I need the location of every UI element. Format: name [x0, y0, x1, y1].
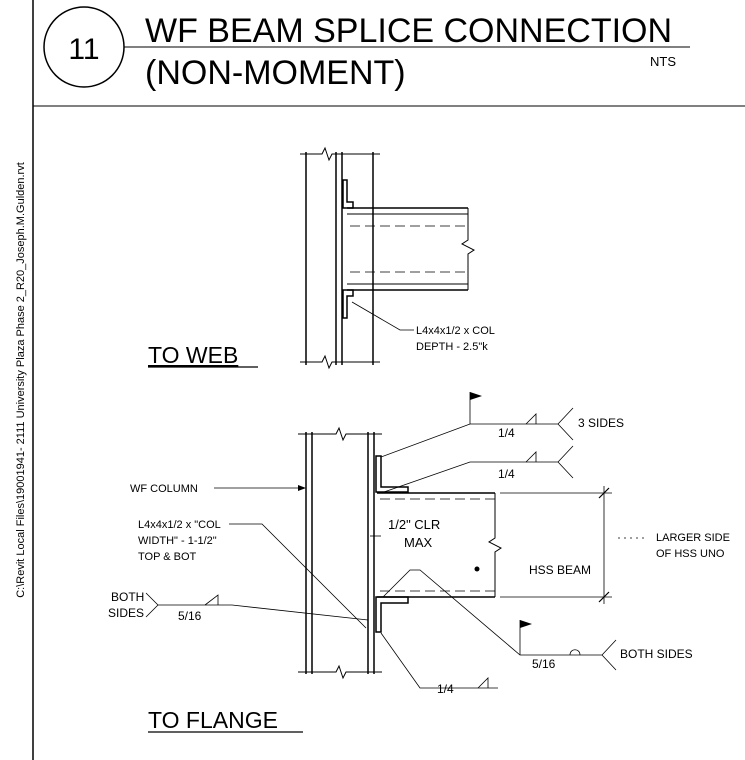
to-web-detail: [300, 146, 475, 370]
scale-label: NTS: [650, 54, 676, 69]
both-sides-left-line-2: SIDES: [108, 606, 144, 620]
clear-dimension-line-1: 1/2" CLR: [388, 517, 440, 532]
field-weld-flag-bottom: [520, 620, 532, 628]
weld-size-top-2: 1/4: [498, 467, 515, 481]
to-flange-heading: TO FLANGE: [148, 707, 278, 733]
flange-angle-note-line-1: L4x4x1/2 x "COL: [138, 519, 221, 531]
weld-note-3-sides: 3 SIDES: [578, 416, 624, 430]
weld-size-left: 5/16: [178, 609, 202, 623]
field-weld-flag-top: [470, 392, 482, 400]
web-angle-note-line-2: DEPTH - 2.5"k: [416, 341, 488, 353]
flange-angle-note-line-2: WIDTH" - 1-1/2": [138, 535, 217, 547]
web-angle-note-line-1: L4x4x1/2 x COL: [416, 325, 495, 337]
wf-column-label: WF COLUMN: [130, 483, 198, 495]
to-web-heading: TO WEB: [148, 342, 238, 368]
wf-column-arrow: [298, 485, 306, 491]
clear-dimension-line-2: MAX: [404, 535, 433, 550]
detail-title-line-2: (NON-MOMENT): [145, 54, 406, 92]
larger-side-note-line-2: OF HSS UNO: [656, 548, 725, 560]
title-block: 11 WF BEAM SPLICE CONNECTION (NON-MOMENT…: [43, 6, 690, 92]
weld-size-bottom: 1/4: [437, 682, 454, 696]
web-bottom-angle: [342, 289, 354, 319]
both-sides-left-line-1: BOTH: [111, 590, 144, 604]
flange-angle-note-line-3: TOP & BOT: [138, 551, 197, 563]
detail-title-line-1: WF BEAM SPLICE CONNECTION: [145, 12, 672, 50]
larger-side-note-line-1: LARGER SIDE: [656, 532, 730, 544]
to-flange-detail: [145, 392, 648, 689]
hss-beam-center-dot: [474, 566, 480, 572]
detail-number: 11: [68, 33, 99, 66]
flange-bottom-angle: [375, 596, 409, 633]
weld-size-top-1: 1/4: [498, 426, 515, 440]
web-top-angle: [342, 179, 354, 209]
both-sides-right: BOTH SIDES: [620, 647, 693, 661]
hss-beam-label: HSS BEAM: [529, 563, 591, 577]
weld-size-right: 5/16: [532, 657, 556, 671]
flange-top-angle: [375, 455, 409, 493]
